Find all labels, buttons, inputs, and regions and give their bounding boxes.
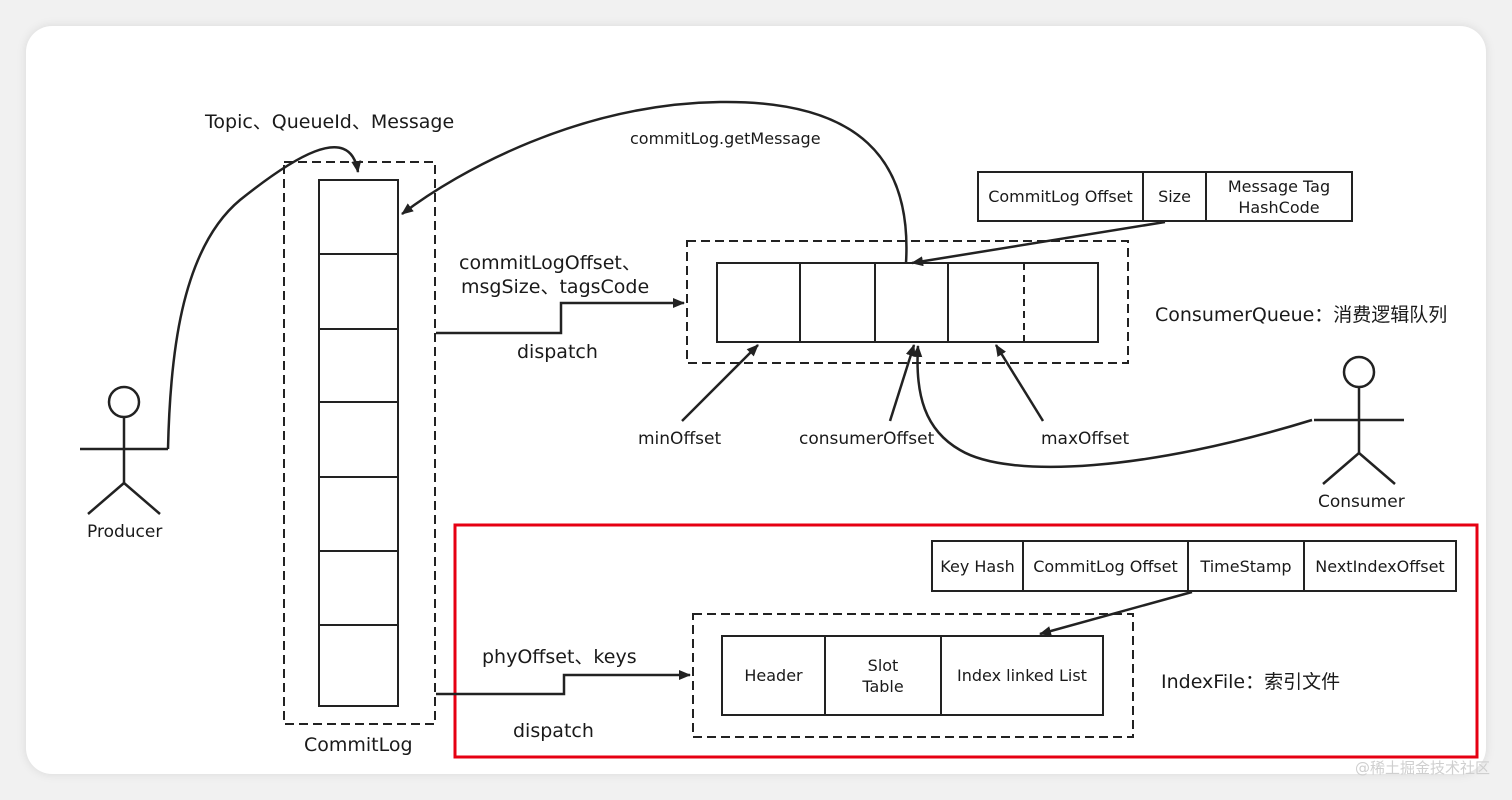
commitlog-cell (318, 253, 399, 330)
watermark: @稀土掘金技术社区 (1354, 759, 1490, 777)
dispatch-top-arrow (436, 298, 685, 335)
commitlog-cell (318, 179, 399, 255)
consumer-offset-arrow (888, 344, 916, 422)
dispatch-bottom-label: dispatch (513, 720, 594, 742)
index-section-header: Header (744, 666, 803, 685)
produce-message-label: Topic、QueueId、Message (205, 111, 455, 133)
producer-figure-icon (80, 385, 168, 515)
index-entry-table (931, 540, 1457, 592)
commitlog-cell (318, 401, 399, 478)
get-message-label: commitLog.getMessage (630, 129, 821, 148)
consume-arrow (912, 345, 1313, 469)
consume-queue-entry-table (977, 171, 1353, 222)
consume-queue-bar (716, 262, 1099, 343)
index-file-sections (721, 635, 1104, 716)
min-offset-label: minOffset (638, 429, 722, 449)
consumer-offset-label: consumerOffset (799, 429, 935, 449)
index-highlight-box (453, 523, 1479, 759)
consumer-figure-icon (1314, 355, 1404, 485)
commitlog-cell (318, 550, 399, 626)
index-section-linked-list: Index linked List (957, 666, 1087, 685)
dispatch-top-label: dispatch (517, 341, 598, 363)
dispatch-bottom-arrow (436, 670, 691, 696)
queue-entry-size: Size (1158, 187, 1191, 206)
index-entry-key-hash: Key Hash (940, 556, 1015, 576)
queue-entry-pointer-arrow (911, 220, 1166, 267)
consume-queue-dashed-container (686, 240, 1129, 364)
index-entry-commitlog-offset: CommitLog Offset (1033, 556, 1178, 576)
index-file-dashed-container (692, 613, 1134, 738)
commitlog-label: CommitLog (304, 734, 413, 756)
dispatch-top-fields-line2: msgSize、tagsCode (461, 276, 650, 298)
queue-entry-commitlog-offset: CommitLog Offset (988, 187, 1133, 206)
get-message-arrow (401, 100, 908, 264)
produce-arrow (166, 146, 362, 450)
commitlog-cell (318, 476, 399, 552)
queue-entry-tag-hashcode: Message Tag HashCode (1227, 176, 1331, 217)
commitlog-cell (318, 328, 399, 403)
max-offset-label: maxOffset (1041, 429, 1130, 449)
max-offset-arrow (994, 344, 1045, 422)
producer-label: Producer (87, 522, 163, 542)
index-section-slot-table: Slot Table (862, 655, 904, 696)
index-entry-next-index-offset: NextIndexOffset (1315, 556, 1445, 576)
index-entry-timestamp: TimeStamp (1200, 556, 1292, 576)
commitlog-cells (318, 179, 399, 707)
index-file-title: IndexFile：索引文件 (1161, 671, 1341, 693)
consume-queue-title: ConsumerQueue：消费逻辑队列 (1155, 304, 1448, 326)
dispatch-bottom-fields: phyOffset、keys (482, 646, 637, 668)
consumer-label: Consumer (1318, 492, 1405, 512)
commitlog-cell (318, 624, 399, 707)
min-offset-arrow (681, 344, 759, 422)
dispatch-top-fields-line1: commitLogOffset、 (459, 252, 641, 274)
